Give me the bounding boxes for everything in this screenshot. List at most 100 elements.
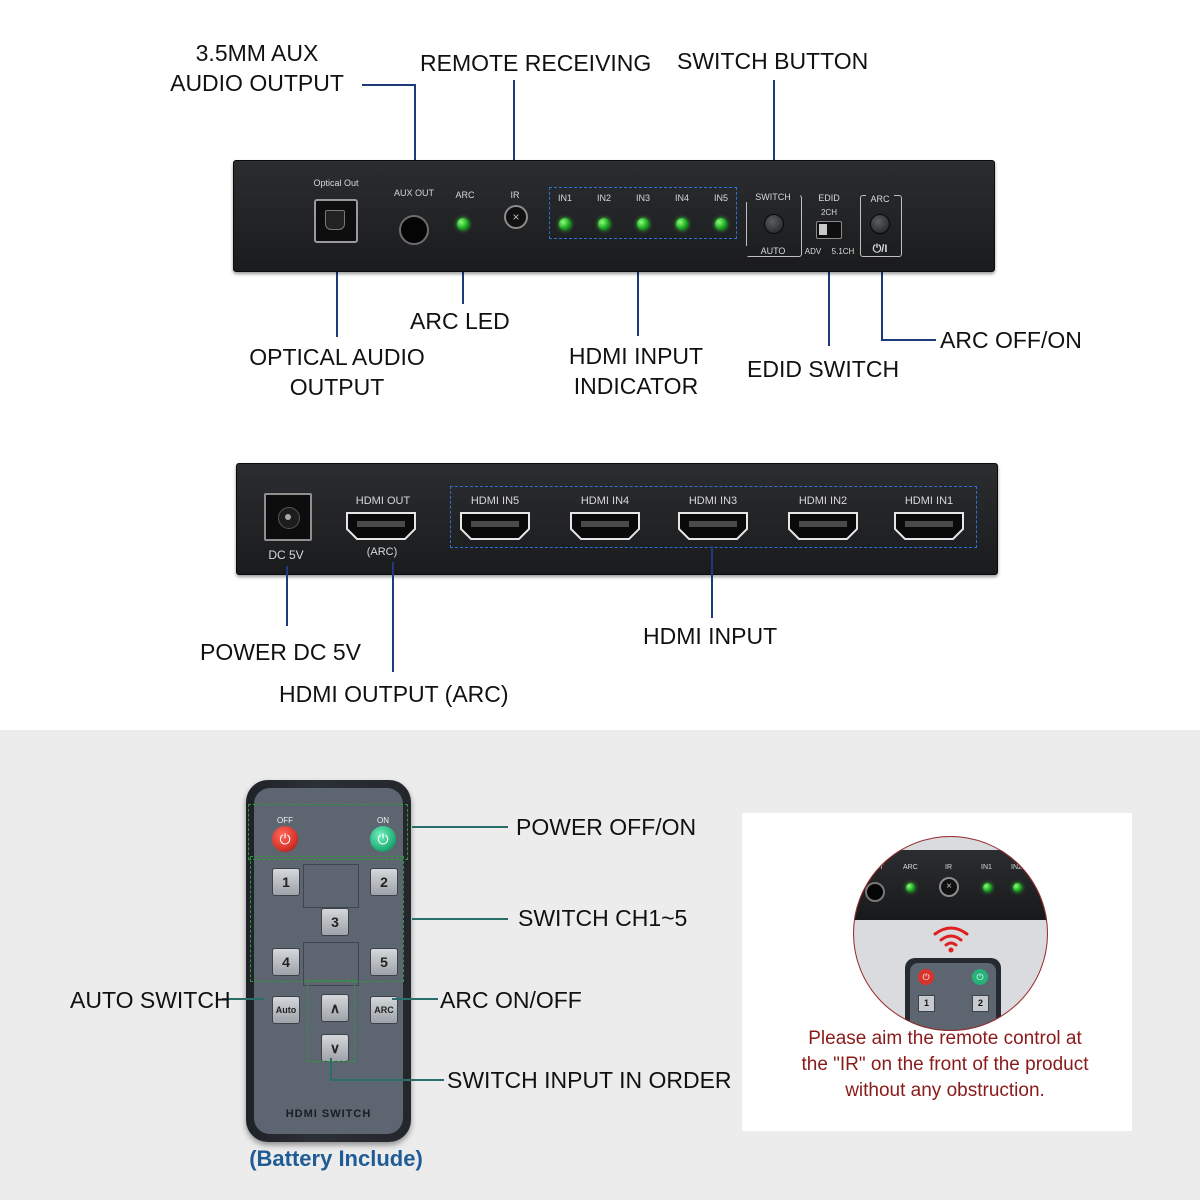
aux-jack (399, 215, 429, 245)
arc-button[interactable] (870, 214, 890, 234)
leader-line (414, 84, 416, 210)
leader-line (412, 918, 508, 920)
hdmi-in1-port (894, 512, 964, 540)
remote-auto-button[interactable]: Auto (272, 996, 300, 1024)
edid-adv-label: ADV (804, 247, 822, 256)
callout-remote-receiving: REMOTE RECEIVING (420, 50, 652, 76)
power-button-group (248, 804, 408, 860)
remote-key-3[interactable]: 3 (321, 908, 349, 936)
leader-line (336, 242, 338, 337)
callout-switch-ch: SWITCH CH1~5 (518, 905, 688, 931)
remote-brand-label: HDMI SWITCH (285, 1108, 372, 1120)
dc5v-label: DC 5V (268, 548, 304, 562)
leader-line (392, 998, 438, 1000)
in4-label: IN4 (674, 193, 689, 203)
callout-auto-switch: AUTO SWITCH (70, 987, 231, 1013)
leader-line (881, 339, 936, 341)
hdmi-out-arc-label: (ARC) (366, 546, 398, 558)
callout-hdmi-input: HDMI INPUT (643, 623, 778, 649)
leader-line (773, 80, 775, 192)
hdmi-in2-label: HDMI IN2 (798, 495, 848, 507)
in5-label: IN5 (713, 193, 728, 203)
edid-label: EDID (818, 193, 840, 203)
remote-key-5[interactable]: 5 (370, 948, 398, 976)
leader-line (711, 546, 713, 618)
ir-label: IR (510, 190, 520, 200)
remote-key-cross-outline (303, 864, 359, 908)
in3-label: IN3 (635, 193, 650, 203)
hdmi-out-port (346, 512, 416, 540)
hdmi-in3-port (678, 512, 748, 540)
leader-line (881, 256, 883, 340)
leader-line (412, 826, 508, 828)
hdmi-in1-label: HDMI IN1 (904, 495, 954, 507)
callout-arc-off-on: ARC OFF/ON (940, 327, 1082, 353)
leader-line (828, 244, 830, 346)
optical-port-shutter (325, 210, 345, 230)
in2-led (598, 218, 610, 230)
callout-edid-switch: EDID SWITCH (747, 356, 900, 382)
leader-line (637, 236, 639, 336)
in3-led (637, 218, 649, 230)
arc-power-symbol: ⏻/I (863, 243, 897, 256)
remote-key-1[interactable]: 1 (272, 868, 300, 896)
remote-key-4[interactable]: 4 (272, 948, 300, 976)
remote-up-button[interactable]: ∧ (321, 994, 349, 1022)
remote-power-off-button[interactable]: ⏻ (272, 826, 298, 852)
edid-slide-switch[interactable] (816, 221, 842, 239)
hint-message: Please aim the remote control at the "IR… (801, 1028, 1089, 1101)
leader-line (513, 80, 515, 198)
in1-led (559, 218, 571, 230)
edid-51ch-label: 5.1CH (831, 247, 855, 256)
hdmi-in5-label: HDMI IN5 (470, 495, 520, 507)
callout-arc-on-off: ARC ON/OFF (440, 987, 582, 1013)
front-panel: Optical Out AUX OUT ARC IR × IN1 IN2 IN3… (233, 160, 995, 272)
arc-led (457, 218, 469, 230)
battery-note: (Battery Include) (249, 1146, 423, 1171)
ir-receiver: × (504, 205, 528, 229)
hdmi-in4-label: HDMI IN4 (580, 495, 630, 507)
remote-power-on-button[interactable]: ⏻ (370, 826, 396, 852)
leader-line (222, 998, 264, 1000)
remote-key-2[interactable]: 2 (370, 868, 398, 896)
leader-line (286, 566, 288, 626)
hdmi-in4-port (570, 512, 640, 540)
auto-label: AUTO (746, 246, 800, 256)
switch-button[interactable] (764, 214, 784, 234)
remote-face: OFF ON ⏻ ⏻ 1 2 3 4 5 Auto ARC ∧ ∨ HDMI S… (254, 788, 403, 1134)
arc-led-label: ARC (455, 190, 475, 200)
callout-arc-led: ARC LED (410, 308, 510, 334)
optical-port (314, 199, 358, 243)
switch-label: SWITCH (746, 192, 800, 202)
leader-line (330, 1079, 444, 1081)
callout-switch-button: SWITCH BUTTON (677, 48, 869, 74)
hdmi-input-group (450, 486, 977, 548)
remote-arc-button[interactable]: ARC (370, 996, 398, 1024)
leader-line (392, 562, 394, 672)
hdmi-out-label: HDMI OUT (355, 495, 411, 507)
callout-optical-audio-output: OPTICAL AUDIO OUTPUT (249, 344, 425, 400)
aux-out-label: AUX OUT (393, 188, 434, 198)
leader-line (330, 1058, 332, 1080)
dc-power-jack (264, 493, 312, 541)
hdmi-in3-label: HDMI IN3 (688, 495, 738, 507)
channel-key-group (250, 856, 404, 982)
in1-label: IN1 (557, 193, 572, 203)
remote-key-cross-outline (303, 942, 359, 986)
rear-panel: DC 5V HDMI OUT (ARC) HDMI IN5 HDMI IN4 H… (236, 463, 998, 575)
remote-on-label: ON (377, 816, 389, 825)
zoom-circle-border (853, 836, 1048, 1031)
zoom-out-label: OUT (869, 864, 884, 871)
optical-out-label: Optical Out (313, 178, 359, 188)
callout-aux-audio-output: 3.5MM AUX AUDIO OUTPUT (170, 40, 344, 96)
edid-slide-knob (819, 224, 827, 235)
input-indicator-group (549, 187, 737, 239)
hdmi-in2-port (788, 512, 858, 540)
in2-label: IN2 (596, 193, 611, 203)
in5-led (715, 218, 727, 230)
leader-line (362, 84, 415, 86)
callout-hdmi-output-arc: HDMI OUTPUT (ARC) (279, 681, 509, 707)
callout-power-dc5v: POWER DC 5V (200, 639, 362, 665)
order-key-group (307, 980, 355, 1062)
callout-power-off-on: POWER OFF/ON (516, 814, 697, 840)
